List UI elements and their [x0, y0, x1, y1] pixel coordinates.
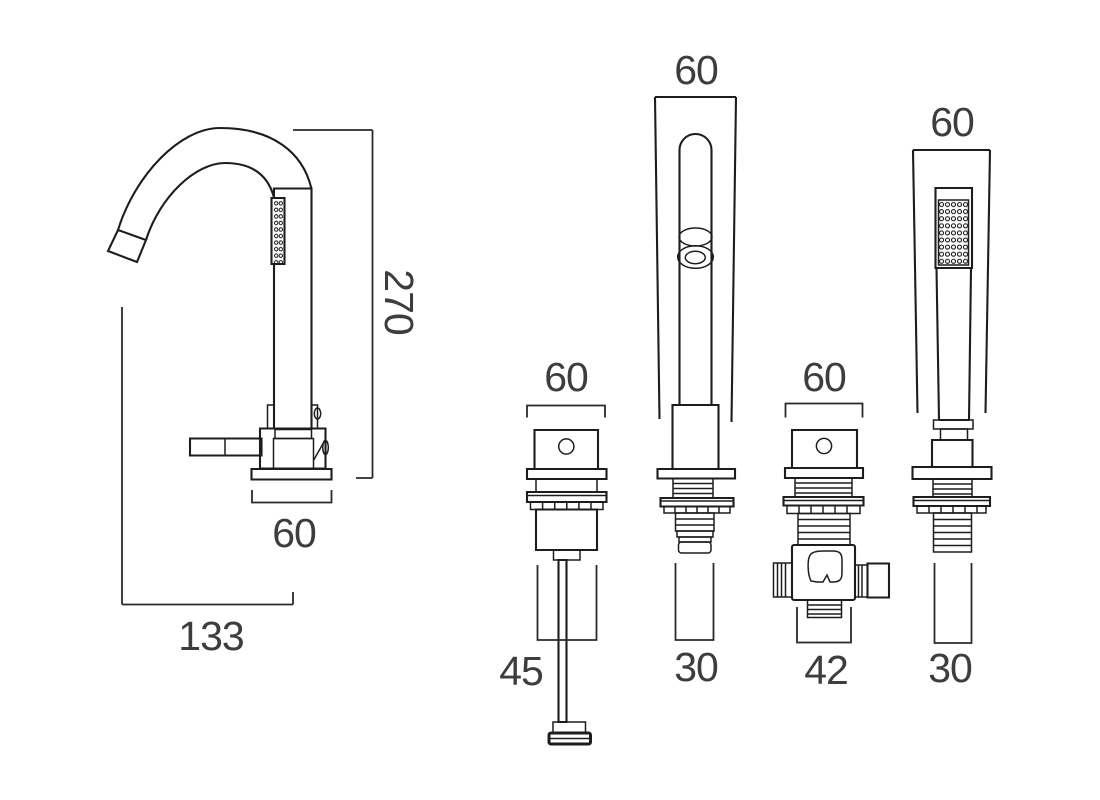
spout-collar — [661, 498, 734, 507]
dim-label-valve-body: 42 — [804, 647, 848, 693]
dim-bracket-spout-tail — [676, 563, 714, 640]
tail-ring-1 — [676, 513, 715, 531]
tail-connector — [679, 542, 712, 553]
valve-threads — [798, 520, 850, 540]
holder-block — [932, 440, 973, 467]
handset-shroud — [913, 150, 990, 413]
dim-height-270: 270 — [293, 130, 422, 478]
waste-head-hole — [559, 439, 574, 454]
valve-head — [792, 430, 857, 468]
valve-port-left-threads — [778, 563, 786, 597]
dim-label-rod-drop: 45 — [499, 648, 543, 694]
valve-flange — [785, 468, 863, 478]
waste-collar — [527, 492, 607, 502]
valve-port-right-threads — [859, 565, 863, 597]
tail-ring-lines — [676, 519, 715, 525]
mixer-head — [260, 429, 326, 469]
holder-stem-threads — [933, 484, 972, 494]
tail-ring-2 — [677, 531, 713, 537]
handset-neck — [941, 429, 968, 440]
valve-internal-detail — [808, 551, 842, 582]
outlet-ring-outer — [678, 246, 714, 269]
valve-nut-notches — [799, 506, 847, 514]
dim-base-60: 60 — [252, 490, 332, 556]
holder-collar — [914, 497, 991, 506]
rod-foot-neck — [553, 722, 586, 733]
outlet-ring-inner — [685, 251, 705, 263]
waste-flange — [527, 469, 607, 479]
holder-plate — [913, 467, 992, 479]
handset-spray-face — [939, 200, 969, 265]
valve-bottom-port-threads — [808, 605, 842, 614]
aerator-strip — [272, 198, 285, 264]
dim-bracket-waste-top — [527, 406, 605, 418]
valve-head-hole — [816, 438, 831, 453]
spout-slot — [680, 134, 712, 405]
dim-label-valve-width: 60 — [802, 354, 846, 400]
spout-nut-notches — [675, 507, 719, 514]
waste-head — [535, 430, 599, 469]
dim-bracket-valve-body — [797, 607, 851, 643]
dim-label-base: 60 — [272, 510, 316, 556]
pop-up-waste-figure: 60 45 — [499, 354, 606, 744]
valve-port-right-block — [868, 564, 890, 598]
spout-shroud — [655, 97, 736, 422]
bath-spout-figure: 60 30 — [655, 47, 736, 690]
head-notch — [275, 430, 312, 439]
holder-nut-notches — [929, 506, 977, 513]
valve-thread-block — [798, 514, 850, 546]
holder-tail-threads — [934, 520, 972, 546]
spout-outer-curve — [118, 128, 312, 230]
dim-bracket-rod-drop — [538, 565, 597, 640]
valve-stem-threads — [795, 483, 852, 493]
head-bump — [323, 441, 329, 455]
dim-bracket-valve-top — [786, 404, 863, 418]
waste-stem — [536, 479, 597, 492]
dim-label-spout-tail: 30 — [674, 644, 718, 690]
dim-label-waste-width: 60 — [544, 354, 588, 400]
dim-label-reach: 133 — [178, 613, 243, 659]
pivot-bump — [314, 408, 320, 419]
diverter-valve-figure: 60 42 — [774, 354, 890, 693]
dim-bracket-handset-tail — [935, 563, 972, 643]
spout-inner-curve — [146, 163, 274, 240]
spout-tube — [673, 405, 719, 469]
waste-nut-notches — [543, 502, 591, 510]
dim-label-handset-tail: 30 — [928, 645, 972, 691]
spout-flange — [658, 469, 736, 479]
spout-threads — [673, 484, 713, 494]
handset-band — [934, 420, 974, 429]
handset-handle — [937, 268, 972, 420]
spout-nozzle — [108, 230, 146, 262]
dim-label-handset-width: 60 — [930, 99, 974, 145]
base-plate — [252, 469, 332, 480]
outlet-collar — [679, 228, 712, 246]
waste-step — [554, 550, 581, 560]
dim-reach-133: 133 — [122, 307, 293, 659]
handset-head — [936, 188, 973, 268]
mixer-tap-figure: 270 60 133 — [108, 128, 422, 659]
head-cartridge — [274, 439, 314, 469]
waste-rod — [559, 560, 567, 722]
handset-figure: 60 30 — [913, 99, 992, 691]
valve-port-left — [774, 563, 793, 597]
valve-body — [792, 545, 855, 600]
dim-label-spout-width: 60 — [674, 47, 718, 93]
dim-label-height: 270 — [376, 269, 422, 335]
waste-body — [536, 510, 597, 551]
